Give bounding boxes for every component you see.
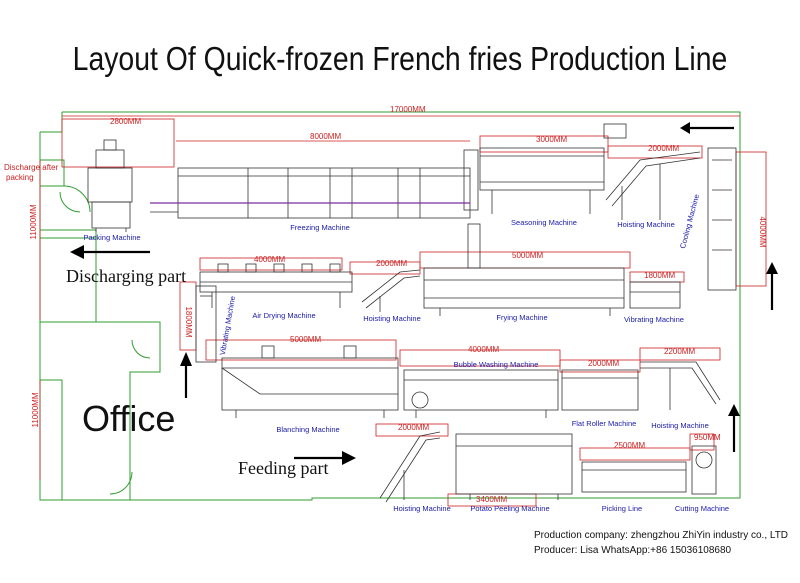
dim-2000-bottom: 2000MM [398, 423, 429, 432]
discharging-part-label: Discharging part [66, 266, 187, 286]
label-hoisting-top: Hoisting Machine [617, 220, 675, 229]
diagram-title: Layout Of Quick-frozen French fries Prod… [72, 40, 728, 77]
label-seasoning: Seasoning Machine [511, 218, 577, 227]
dim-2500: 2500MM [614, 441, 645, 450]
dim-4000-right: 4000MM [758, 216, 767, 247]
producer-contact: Producer: Lisa WhatsApp:+86 15036108680 [534, 545, 732, 556]
hoisting-top-drawing [605, 151, 701, 220]
potato-peeling-drawing [455, 433, 573, 500]
bubble-washing-drawing [403, 369, 559, 418]
office-label: Office [82, 398, 176, 439]
blanching-drawing [221, 345, 399, 418]
dim-5000-fry: 5000MM [512, 251, 543, 260]
hoisting-bottom-drawing [379, 431, 441, 503]
dim-1800-vertical: 1800MM [184, 306, 193, 337]
vibrating-left-drawing [195, 285, 217, 363]
dim-2200: 2200MM [664, 347, 695, 356]
dim-4000-bubble: 4000MM [468, 345, 499, 354]
dim-2000-flat: 2000MM [588, 359, 619, 368]
dim-2000-top: 2000MM [648, 144, 679, 153]
picking-line-drawing [581, 461, 687, 493]
label-vibrating-right: Vibrating Machine [624, 315, 684, 324]
machines [87, 123, 737, 503]
feeding-part-label: Feeding part [238, 458, 329, 478]
dim-11000-left-low: 11000MM [31, 392, 40, 427]
label-cutting: Cutting Machine [675, 504, 729, 513]
label-blanching: Blanching Machine [276, 425, 339, 434]
dim-1800: 1800MM [644, 271, 675, 280]
frying-drawing [423, 223, 625, 316]
cutting-drawing [691, 445, 717, 495]
flat-roller-drawing [561, 369, 639, 411]
label-packing: Packing Machine [83, 233, 140, 242]
dim-2800: 2800MM [110, 117, 141, 126]
vibrating-right-drawing [629, 281, 681, 309]
building-walls [39, 111, 741, 501]
label-picking: Picking Line [602, 504, 642, 513]
flow-arrows [70, 122, 778, 465]
dim-2000-hoist: 2000MM [376, 259, 407, 268]
label-bubble-washing: Bubble Washing Machine [454, 360, 539, 369]
label-hoisting-mid: Hoisting Machine [363, 314, 421, 323]
svg-text:packing: packing [6, 173, 34, 182]
packing-machine-drawing [87, 139, 133, 232]
machine-labels: Packing Machine Freezing Machine Seasoni… [83, 193, 729, 513]
label-potato-peeling: Potato Peeling Machine [470, 504, 549, 513]
label-cooling: Cooling Machine [678, 193, 701, 249]
discharge-after-packing-label: Discharge after packing [4, 163, 59, 182]
dimension-lines [39, 115, 767, 507]
hoisting-right-drawing [640, 361, 721, 410]
dim-3400: 3400MM [476, 495, 507, 504]
svg-text:Discharge after: Discharge after [4, 163, 59, 172]
dim-total: 17000MM [390, 105, 426, 114]
dim-4000-air: 4000MM [254, 255, 285, 264]
dim-950: 950MM [694, 433, 721, 442]
label-hoisting-right: Hoisting Machine [651, 421, 709, 430]
label-hoisting-bottom: Hoisting Machine [393, 504, 451, 513]
label-freezing: Freezing Machine [290, 223, 350, 232]
dim-8000: 8000MM [310, 132, 341, 141]
label-vibrating-left: Vibrating Machine [218, 295, 237, 356]
dim-5000-blanch: 5000MM [290, 335, 321, 344]
hoisting-mid-drawing [361, 269, 421, 312]
production-company: Production company: zhengzhou ZhiYin ind… [534, 530, 789, 541]
dimension-labels: 17000MM 2800MM 8000MM 3000MM 2000MM 4000… [29, 105, 767, 504]
dim-3000: 3000MM [536, 135, 567, 144]
seasoning-machine-drawing [479, 123, 627, 214]
label-frying: Frying Machine [496, 313, 547, 322]
air-drying-drawing [199, 263, 353, 308]
cooling-machine-drawing [707, 147, 737, 291]
label-flat-roller: Flat Roller Machine [572, 419, 637, 428]
freezing-machine-drawing [150, 149, 479, 219]
label-air-drying: Air Drying Machine [252, 311, 315, 320]
dim-11000-left: 11000MM [29, 204, 38, 239]
